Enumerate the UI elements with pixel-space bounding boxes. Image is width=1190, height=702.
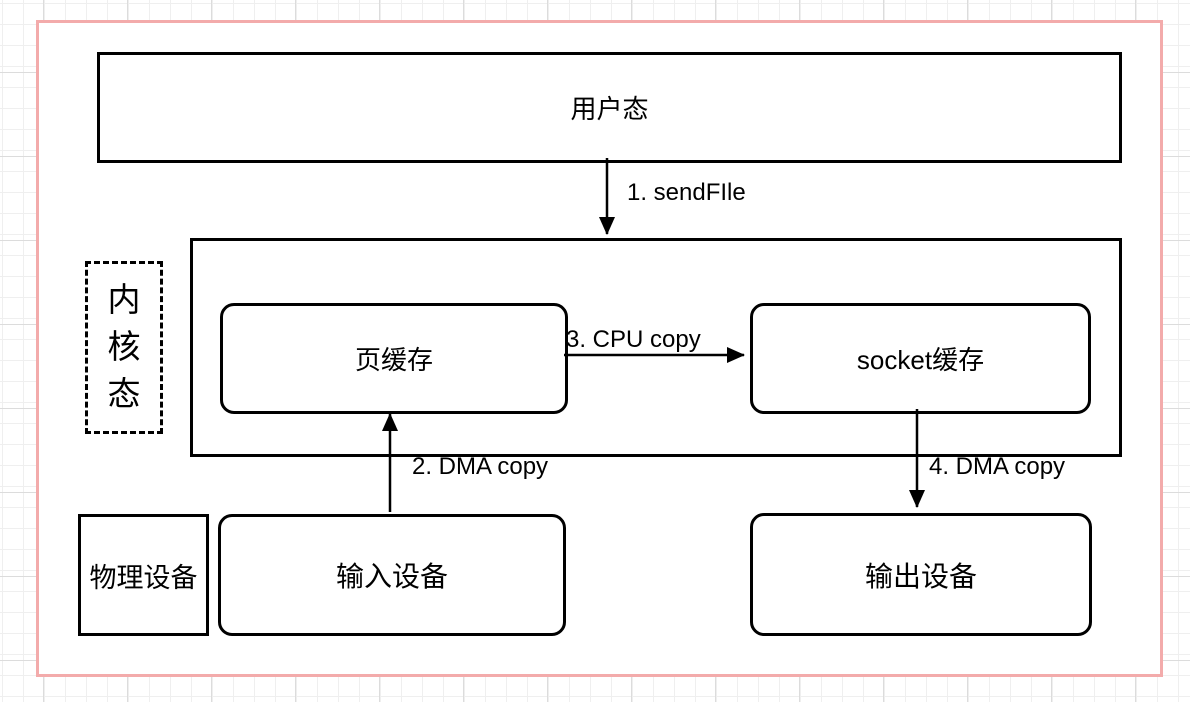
dma-copy-out-arrow-label: 4. DMA copy bbox=[929, 453, 1066, 480]
sendfile-arrow-label: 1. sendFIle bbox=[627, 179, 746, 206]
input-device-label: 输入设备 bbox=[335, 561, 448, 592]
dma-copy-in-arrow-label: 2. DMA copy bbox=[412, 453, 549, 480]
physical-device-box[interactable]: 物理设备 bbox=[78, 514, 209, 636]
socket-cache-label: socket缓存 bbox=[856, 345, 985, 375]
user-mode-label: 用户态 bbox=[570, 94, 649, 124]
socket-cache-node[interactable]: socket缓存 bbox=[750, 303, 1091, 414]
physical-device-label: 物理设备 bbox=[89, 562, 198, 593]
page-cache-node[interactable]: 页缓存 bbox=[220, 303, 568, 414]
input-device-node[interactable]: 输入设备 bbox=[218, 514, 566, 636]
output-device-node[interactable]: 输出设备 bbox=[750, 513, 1092, 636]
kernel-mode-label: 内核态 bbox=[107, 281, 141, 412]
cpu-copy-arrow-label: 3. CPU copy bbox=[566, 326, 701, 353]
kernel-mode-tag[interactable]: 内核态 bbox=[85, 261, 163, 434]
user-mode-box[interactable]: 用户态 bbox=[97, 52, 1122, 163]
output-device-label: 输出设备 bbox=[864, 560, 977, 592]
page-cache-label: 页缓存 bbox=[354, 345, 433, 375]
